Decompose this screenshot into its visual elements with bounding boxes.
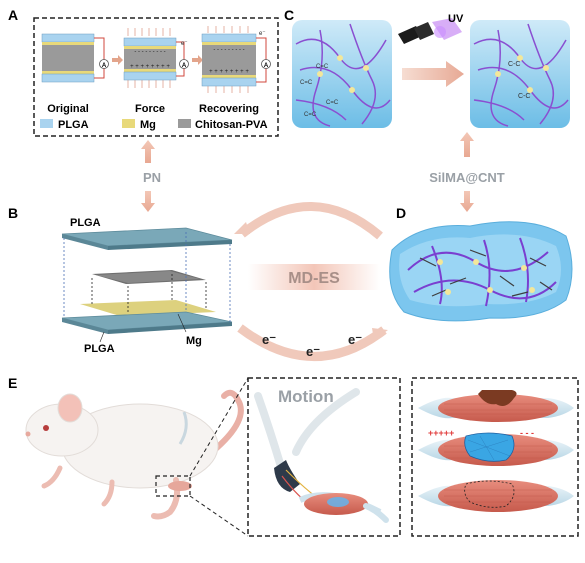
panel-e-letter: E [8, 375, 17, 391]
ammeter-symbol: A [264, 63, 269, 69]
uv-arrow [402, 61, 464, 87]
uv-lamp-icon [398, 18, 462, 44]
recovering-stack: - - - - - - - - - + + + + + + + + A e⁻ [201, 26, 271, 93]
stage-original: Original [47, 103, 89, 115]
panel-b: B PLGA PLGA Mg [8, 205, 233, 355]
muscle-healed [418, 480, 574, 512]
bond-label-before: C=C [304, 112, 317, 118]
original-stack: A [41, 33, 109, 83]
legend-plga: PLGA [58, 119, 89, 131]
healed-outline [464, 480, 515, 508]
positive-charges: +++++ [428, 428, 454, 438]
cycle-arc-bottom [237, 324, 387, 361]
ammeter-symbol: A [182, 63, 187, 69]
svg-text:+ + + + + + + +: + + + + + + + + [130, 64, 170, 70]
electron-cycle-label: e⁻ [262, 332, 276, 347]
muscle-treated: +++++ - - - [418, 428, 574, 466]
legend-mg: Mg [140, 119, 156, 131]
panel-e: E Motion [8, 375, 579, 537]
arrow-to-recovering [192, 55, 203, 65]
electron-label: e⁻ [181, 41, 188, 47]
force-stack: - - - - - - - - - + + + + + + + + A e⁻ [123, 28, 189, 88]
mdes-label: MD-ES [288, 270, 340, 287]
electron-label: e⁻ [259, 31, 266, 37]
zoom-panel-frame [247, 377, 401, 537]
muscle-injured [418, 390, 574, 422]
panel-c-letter: C [284, 7, 294, 23]
panel-a-frame [33, 17, 279, 137]
arrow-to-force [112, 55, 123, 65]
uv-label: UV [448, 13, 464, 25]
device-illustration [254, 388, 389, 523]
electron-cycle-label: e⁻ [306, 344, 320, 359]
panel-a-letter: A [8, 7, 18, 23]
ammeter-icon [99, 59, 109, 69]
zoom-box [155, 475, 191, 497]
svg-text:+ + + + + + + +: + + + + + + + + [209, 69, 249, 75]
ammeter-symbol: A [102, 63, 107, 69]
legend-plga-swatch [40, 119, 53, 128]
bond-label-before: C=C [326, 100, 339, 106]
pn-connector: PN [141, 140, 161, 212]
pn-label: PN [143, 170, 161, 185]
panel-a: A A [8, 7, 279, 137]
panel-d: D [389, 205, 573, 322]
stage-recovering: Recovering [199, 103, 259, 115]
silma-connector: SilMA@CNT [429, 132, 505, 212]
gel-before [292, 20, 392, 128]
plga-top-label: PLGA [70, 217, 101, 229]
bond-label-before: C=C [316, 64, 329, 70]
muscle-panel-frame [411, 377, 579, 537]
svg-text:- - -: - - - [520, 428, 534, 438]
hydrogel-patch [464, 432, 515, 462]
stage-force: Force [135, 103, 165, 115]
svg-text:- - - - - - - - -: - - - - - - - - - [134, 49, 165, 55]
bond-label-after: C-C [518, 93, 530, 100]
ammeter-icon [179, 59, 189, 69]
legend-chitosan: Chitosan-PVA [195, 119, 268, 131]
bond-label-before: C=C [300, 80, 313, 86]
legend-chitosan-swatch [178, 119, 191, 128]
panel-b-letter: B [8, 205, 18, 221]
mdes-cycle: MD-ES e⁻ e⁻ e⁻ [234, 202, 388, 361]
rat-illustration [25, 389, 244, 520]
gel-after [470, 20, 570, 128]
silma-label: SilMA@CNT [429, 170, 505, 185]
panel-d-letter: D [396, 205, 406, 221]
cycle-arc-top [239, 202, 383, 240]
motion-label: Motion [278, 387, 334, 406]
legend-mg-swatch [122, 119, 135, 128]
electron-cycle-label: e⁻ [348, 332, 362, 347]
bond-label-after: C-C [508, 61, 520, 68]
ammeter-icon [261, 59, 271, 69]
svg-text:- - - - - - - - -: - - - - - - - - - [213, 47, 244, 53]
mg-label: Mg [186, 335, 202, 347]
panel-c: C C=C C=C C=C C=C UV [284, 7, 570, 128]
mdes-banner [248, 264, 380, 290]
injury-defect [478, 390, 517, 406]
plga-bottom-label: PLGA [84, 343, 115, 355]
